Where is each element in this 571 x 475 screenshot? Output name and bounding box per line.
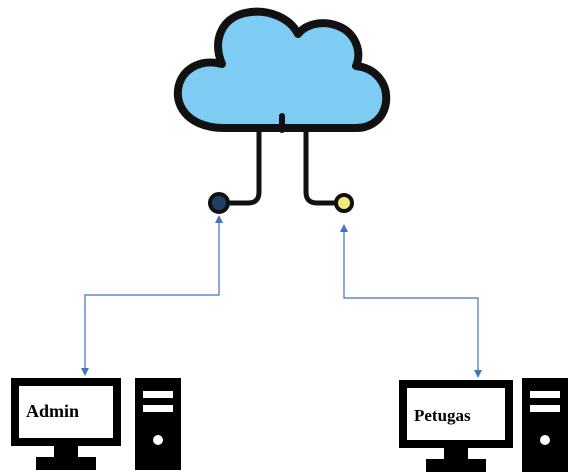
admin-computer-icon [11, 378, 181, 470]
cloud-left-connector [208, 130, 262, 214]
petugas-cloud-arrow [340, 224, 482, 378]
petugas-computer-icon [399, 378, 568, 472]
cloud-right-connector [303, 130, 354, 213]
admin-label: Admin [26, 401, 80, 421]
admin-cloud-arrow [81, 215, 223, 376]
petugas-label: Petugas [414, 406, 471, 425]
cloud-icon [173, 7, 391, 133]
